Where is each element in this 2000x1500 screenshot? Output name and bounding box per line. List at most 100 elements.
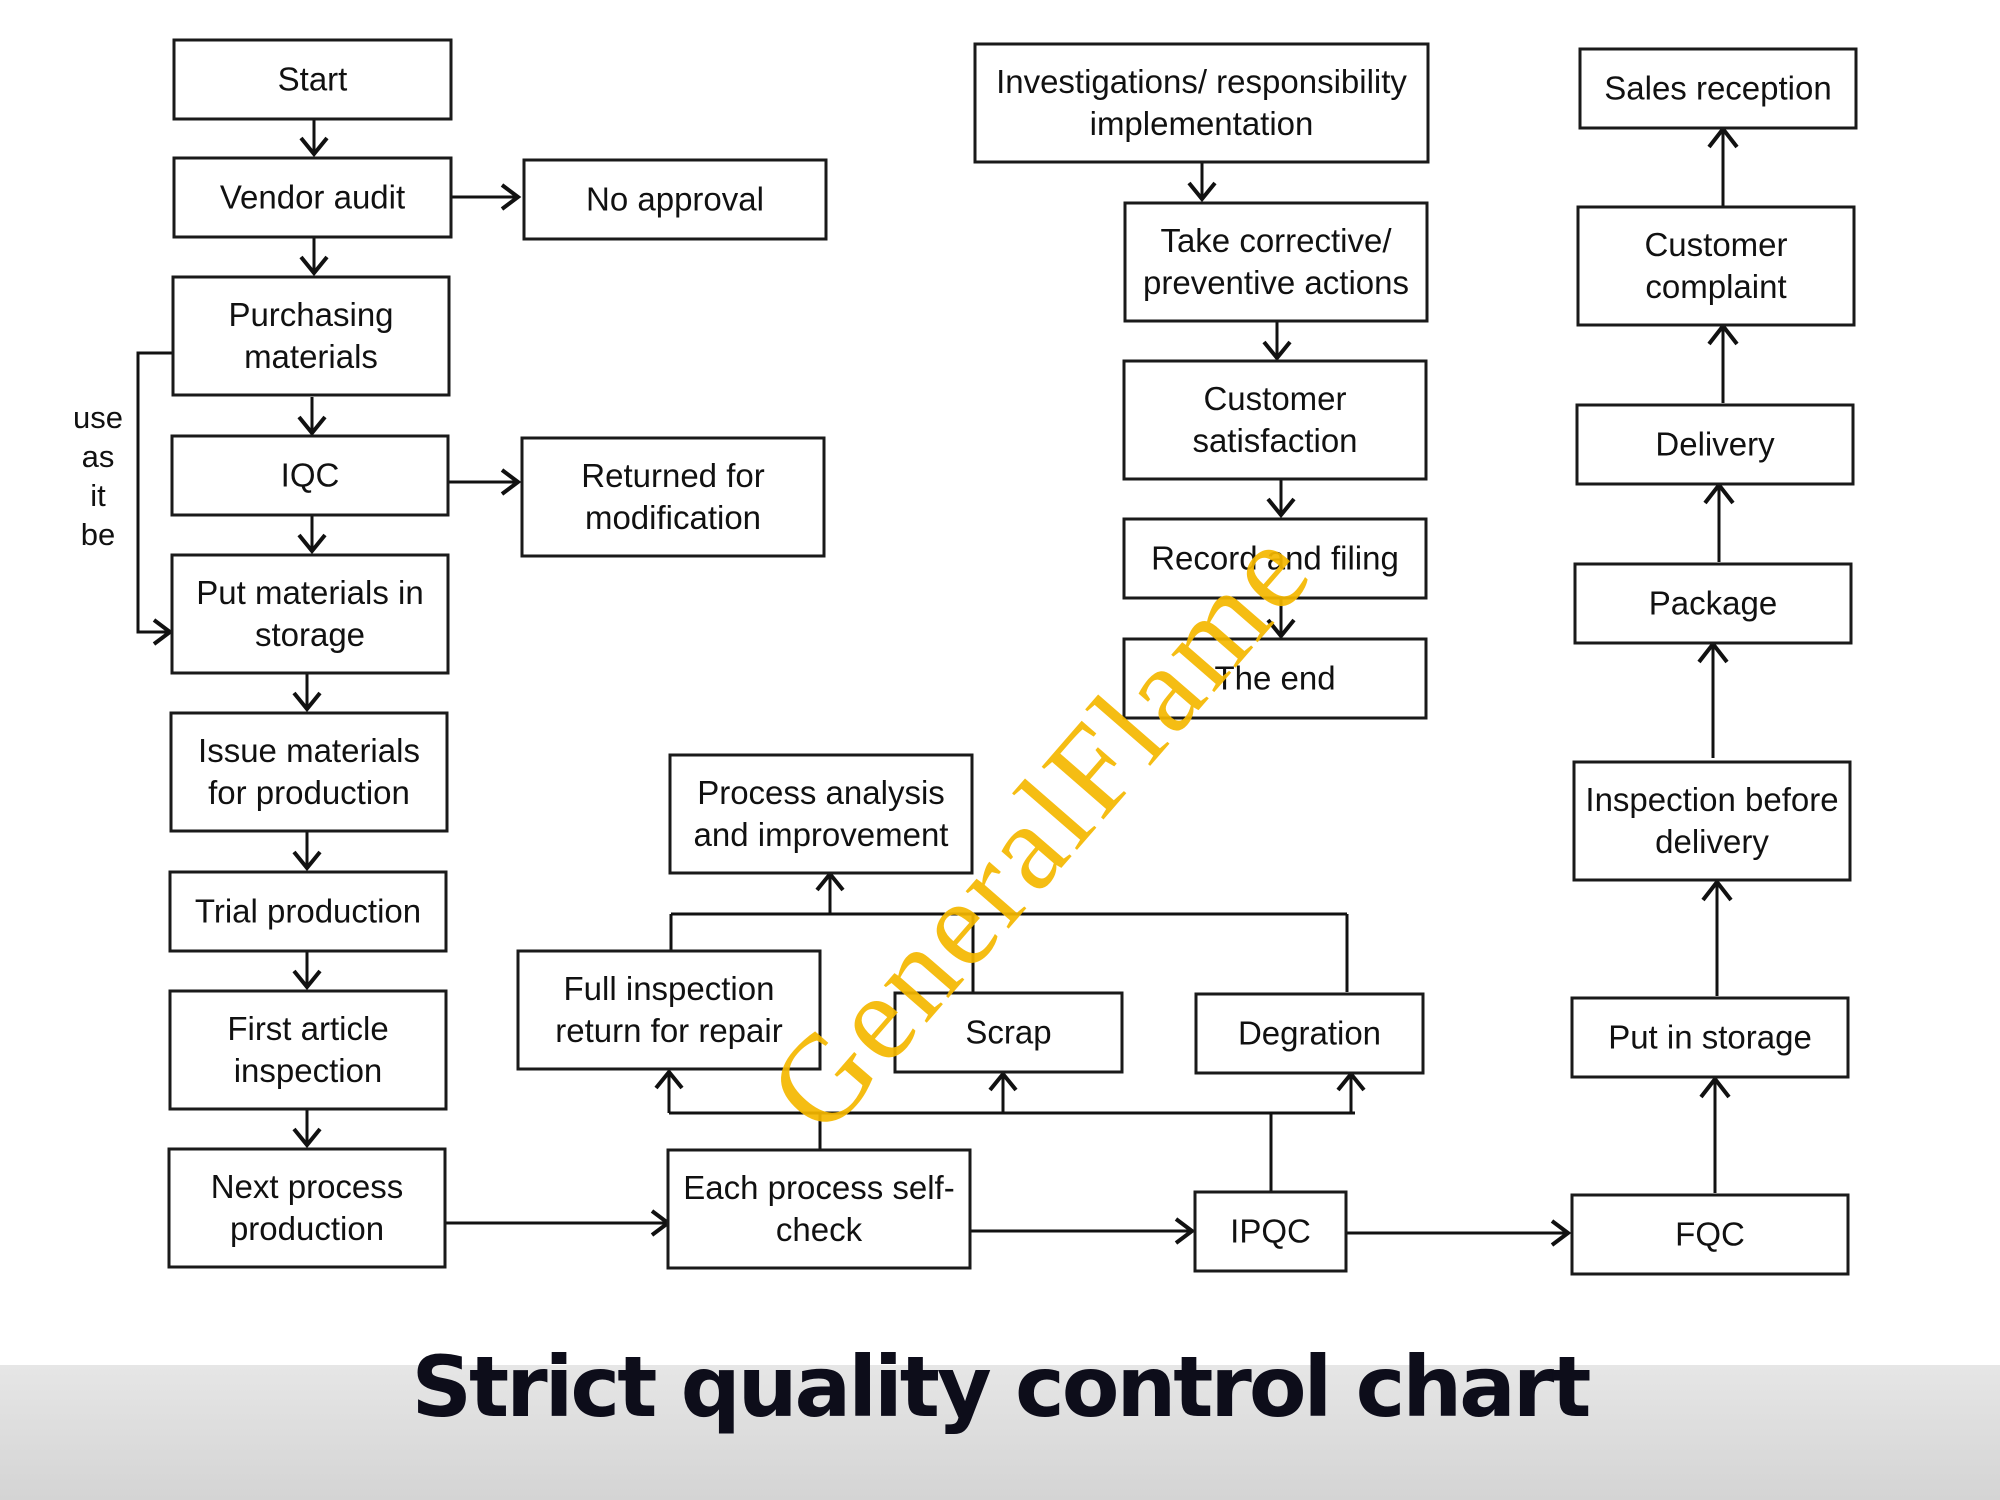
node-label-line: No approval [586, 181, 764, 218]
node-label-line: Process analysis [697, 774, 945, 811]
node-label-line: Inspection before [1585, 781, 1838, 818]
arrowhead-icon [299, 136, 329, 158]
node-start: Start [172, 38, 453, 121]
node-label-line: Trial production [195, 893, 421, 930]
arrowhead-icon [292, 969, 322, 991]
node-each-process-self-check: Each process self-check [666, 1148, 972, 1270]
node-delivery: Delivery [1575, 403, 1855, 486]
arrowhead-icon [500, 183, 522, 211]
side-label-word: be [81, 517, 115, 552]
node-label-line: preventive actions [1143, 264, 1409, 301]
node-package: Package [1573, 562, 1853, 645]
arrowhead-icon [299, 255, 329, 277]
node-customer-satisfaction: Customer satisfaction [1122, 359, 1428, 481]
node-put-materials-in-storage: Put materials in storage [170, 553, 450, 675]
node-put-in-storage: Put in storage [1570, 996, 1850, 1079]
side-label-word: it [90, 478, 106, 513]
node-purchasing-materials: Purchasing materials [171, 275, 451, 397]
node-label-line: FQC [1675, 1216, 1745, 1253]
node-label-line: delivery [1655, 823, 1769, 860]
arrow-use-as-it-be-bypass [136, 351, 173, 634]
arrowhead-icon [297, 533, 327, 555]
node-degration: Degration [1194, 992, 1425, 1075]
node-label-line: Issue materials [198, 732, 420, 769]
node-label-line: Vendor audit [220, 179, 405, 216]
page-title: Strict quality control chart [411, 1338, 1592, 1436]
arrowhead-icon [1266, 497, 1296, 519]
node-label-line: Start [278, 61, 348, 98]
node-label-line: Next process [211, 1168, 404, 1205]
arrowhead-icon [152, 618, 174, 646]
node-label-line: Returned for [581, 457, 764, 494]
node-full-inspection: Full inspection return for repair [516, 949, 822, 1071]
node-sales-reception: Sales reception [1578, 47, 1858, 130]
node-label-line: Put materials in [196, 574, 423, 611]
side-label-word: use [73, 400, 123, 435]
node-no-approval: No approval [522, 158, 828, 241]
arrowhead-icon [1174, 1217, 1196, 1245]
node-label-line: check [776, 1211, 863, 1248]
arrowhead-icon [292, 1127, 322, 1149]
arrowhead-icon [1266, 618, 1296, 640]
footer-band [0, 1365, 2000, 1500]
node-fqc: FQC [1570, 1193, 1850, 1276]
node-first-article-inspection: First article inspection [168, 989, 448, 1111]
node-label-line: Customer [1644, 226, 1787, 263]
node-next-process-production: Next process production [167, 1147, 447, 1269]
node-label-line: Purchasing [228, 296, 393, 333]
node-label-line: and improvement [694, 816, 949, 853]
node-iqc: IQC [170, 434, 450, 517]
node-label-line: Record and filing [1151, 540, 1399, 577]
flowchart-nodes: Start Vendor audit No approval Purchasin… [167, 38, 1858, 1276]
node-label-line: for production [208, 774, 410, 811]
node-label-line: The end [1214, 660, 1335, 697]
arrowhead-icon [654, 1068, 684, 1090]
node-label-line: inspection [234, 1052, 383, 1089]
node-label-line: return for repair [555, 1012, 782, 1049]
node-customer-complaint: Customer complaint [1576, 205, 1856, 327]
arrowhead-icon [988, 1070, 1018, 1092]
node-vendor-audit: Vendor audit [172, 156, 453, 239]
node-label-line: Full inspection [564, 970, 775, 1007]
node-ipqc: IPQC [1193, 1190, 1348, 1273]
node-label-line: IQC [281, 457, 340, 494]
node-label-line: Delivery [1655, 426, 1775, 463]
node-investigations: Investigations/ responsibility implementa… [973, 42, 1430, 164]
node-inspection-before-delivery: Inspection before delivery [1572, 760, 1852, 882]
node-record-and-filing: Record and filing [1122, 517, 1428, 600]
node-the-end: The end [1122, 637, 1428, 720]
arrowhead-icon [1187, 181, 1217, 203]
node-label-line: materials [244, 338, 378, 375]
node-label-line: Each process self- [683, 1169, 954, 1206]
node-label-line: Sales reception [1604, 70, 1831, 107]
node-label-line: Investigations/ responsibility [996, 63, 1407, 100]
node-label-line: satisfaction [1192, 422, 1357, 459]
node-label-line: storage [255, 616, 365, 653]
node-label-line: Take corrective/ [1160, 222, 1392, 259]
side-label-word: as [82, 439, 115, 474]
node-label-line: Package [1649, 585, 1777, 622]
node-process-analysis: Process analysis and improvement [668, 753, 974, 875]
node-label-line: First article [227, 1010, 388, 1047]
node-label-line: complaint [1645, 268, 1786, 305]
node-label-line: Put in storage [1608, 1019, 1812, 1056]
node-label-line: IPQC [1230, 1213, 1311, 1250]
node-label-line: Scrap [965, 1014, 1051, 1051]
node-trial-production: Trial production [168, 870, 448, 953]
arrowhead-icon [1262, 340, 1292, 362]
arrowhead-icon [297, 415, 327, 437]
node-label-line: implementation [1090, 105, 1314, 142]
node-corrective-actions: Take corrective/preventive actions [1123, 201, 1429, 323]
arrowhead-icon [500, 468, 522, 496]
side-label-use-as-it-be: use as it be [73, 400, 123, 552]
arrowhead-icon [1701, 878, 1733, 902]
arrowhead-icon [1699, 1075, 1731, 1099]
connectors [136, 120, 1739, 1247]
node-scrap: Scrap [893, 991, 1124, 1074]
node-label-line: Customer [1203, 380, 1346, 417]
node-label-line: production [230, 1210, 384, 1247]
node-issue-materials: Issue materials for production [169, 711, 449, 833]
node-label-line: Degration [1238, 1015, 1381, 1052]
